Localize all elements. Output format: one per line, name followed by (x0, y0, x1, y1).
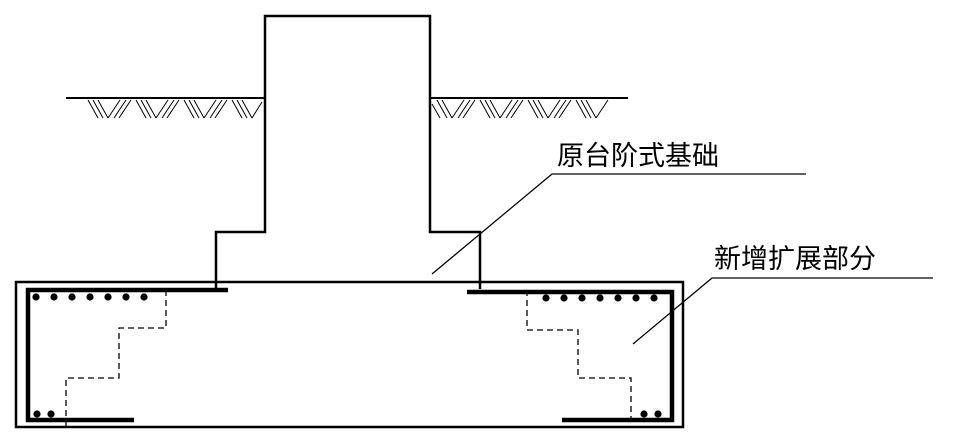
leader-new-extension (632, 277, 933, 345)
rebar-dot (68, 293, 76, 301)
rebar-dot (47, 410, 55, 418)
original-stepped-foundation-outline (214, 14, 482, 289)
rebar-dot (32, 293, 40, 301)
leader-lines (431, 173, 933, 345)
rebar-dot (614, 294, 622, 302)
rebar-dot (140, 293, 148, 301)
dashed-step-left (65, 290, 167, 426)
rebar-dot (122, 293, 130, 301)
reinforcement-bars (25, 287, 675, 423)
rebar-dot (596, 294, 604, 302)
label-new-extension: 新增扩展部分 (714, 244, 876, 275)
rebar-left (25, 287, 228, 423)
rebar-dot (650, 294, 658, 302)
rebar-dot (640, 410, 648, 418)
leader-original-foundation (431, 173, 806, 275)
rebar-dot (632, 294, 640, 302)
rebar-dot (560, 294, 568, 302)
rebar-dot (542, 294, 550, 302)
soil-hatch-left (87, 99, 263, 119)
rebar-dot (654, 410, 662, 418)
rebar-dot (50, 293, 58, 301)
rebar-dots (32, 293, 662, 418)
soil-hatch-right (431, 99, 609, 119)
rebar-dot (86, 293, 94, 301)
label-original-foundation: 原台阶式基础 (557, 141, 719, 172)
dashed-step-right (526, 290, 632, 426)
rebar-dot (33, 410, 41, 418)
rebar-dot (578, 294, 586, 302)
new-extension-outline (14, 280, 685, 429)
rebar-dot (104, 293, 112, 301)
rebar-right (467, 289, 675, 423)
hidden-step-lines (65, 290, 632, 426)
